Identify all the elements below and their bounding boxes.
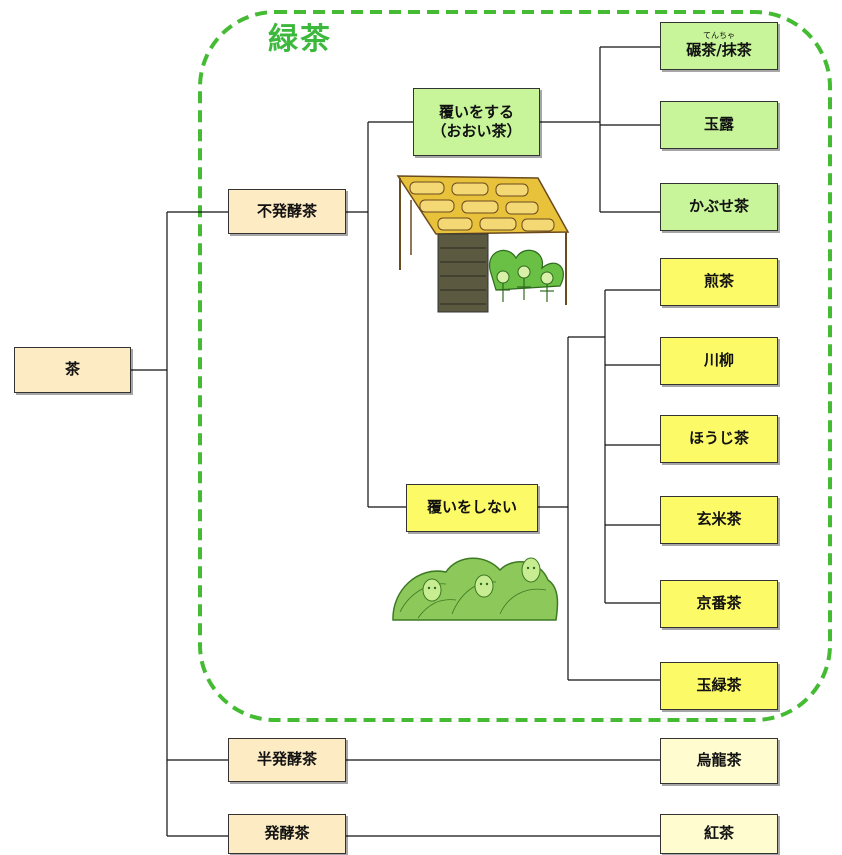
node-label: 発酵茶	[264, 824, 310, 843]
node-kawayanagi: 川柳	[660, 337, 778, 385]
node-sencha: 煎茶	[660, 258, 778, 306]
node-label: 碾茶/抹茶	[686, 40, 752, 59]
node-label: 烏龍茶	[696, 751, 742, 770]
node-label-line2: （おおい茶）	[431, 122, 522, 140]
node-label: 茶	[64, 360, 80, 379]
node-tamaryokucha: 玉緑茶	[660, 662, 778, 710]
node-label: ほうじ茶	[688, 429, 749, 448]
node-gyokuro: 玉露	[660, 101, 778, 149]
node-black-tea: 紅茶	[660, 814, 778, 854]
node-semi-fermented: 半発酵茶	[228, 738, 346, 782]
node-label: 川柳	[703, 351, 734, 370]
node-label: 玄米茶	[696, 510, 742, 529]
node-genmaicha: 玄米茶	[660, 496, 778, 544]
node-label-line1: 覆いをする	[438, 102, 514, 121]
node-uncovered: 覆いをしない	[406, 484, 538, 532]
node-unfermented: 不発酵茶	[228, 189, 346, 234]
tea-shade-structure-icon	[396, 175, 570, 313]
tea-bush-characters-icon	[392, 557, 559, 621]
node-label: 京番茶	[696, 594, 742, 613]
node-label: 半発酵茶	[256, 750, 317, 769]
node-label: 不発酵茶	[256, 201, 317, 220]
node-fermented: 発酵茶	[228, 814, 346, 854]
node-label: かぶせ茶	[688, 197, 749, 216]
node-covered: 覆いをする （おおい茶）	[413, 88, 540, 156]
node-tea: 茶	[14, 347, 131, 393]
node-houjicha: ほうじ茶	[660, 415, 778, 463]
connector-lines	[131, 46, 660, 837]
node-label: 覆いをしない	[426, 498, 517, 517]
node-label: 煎茶	[703, 272, 734, 291]
node-label: 玉露	[703, 115, 734, 134]
node-tencha: てんちゃ 碾茶/抹茶	[660, 22, 778, 70]
node-label: 紅茶	[703, 824, 734, 843]
node-label: 玉緑茶	[696, 676, 742, 695]
node-kyobancha: 京番茶	[660, 580, 778, 628]
node-oolong: 烏龍茶	[660, 738, 778, 784]
green-tea-region-border	[198, 10, 832, 722]
green-tea-title: 緑茶	[268, 22, 332, 57]
node-kabusecha: かぶせ茶	[660, 183, 778, 231]
tencha-ruby: てんちゃ	[703, 30, 735, 40]
